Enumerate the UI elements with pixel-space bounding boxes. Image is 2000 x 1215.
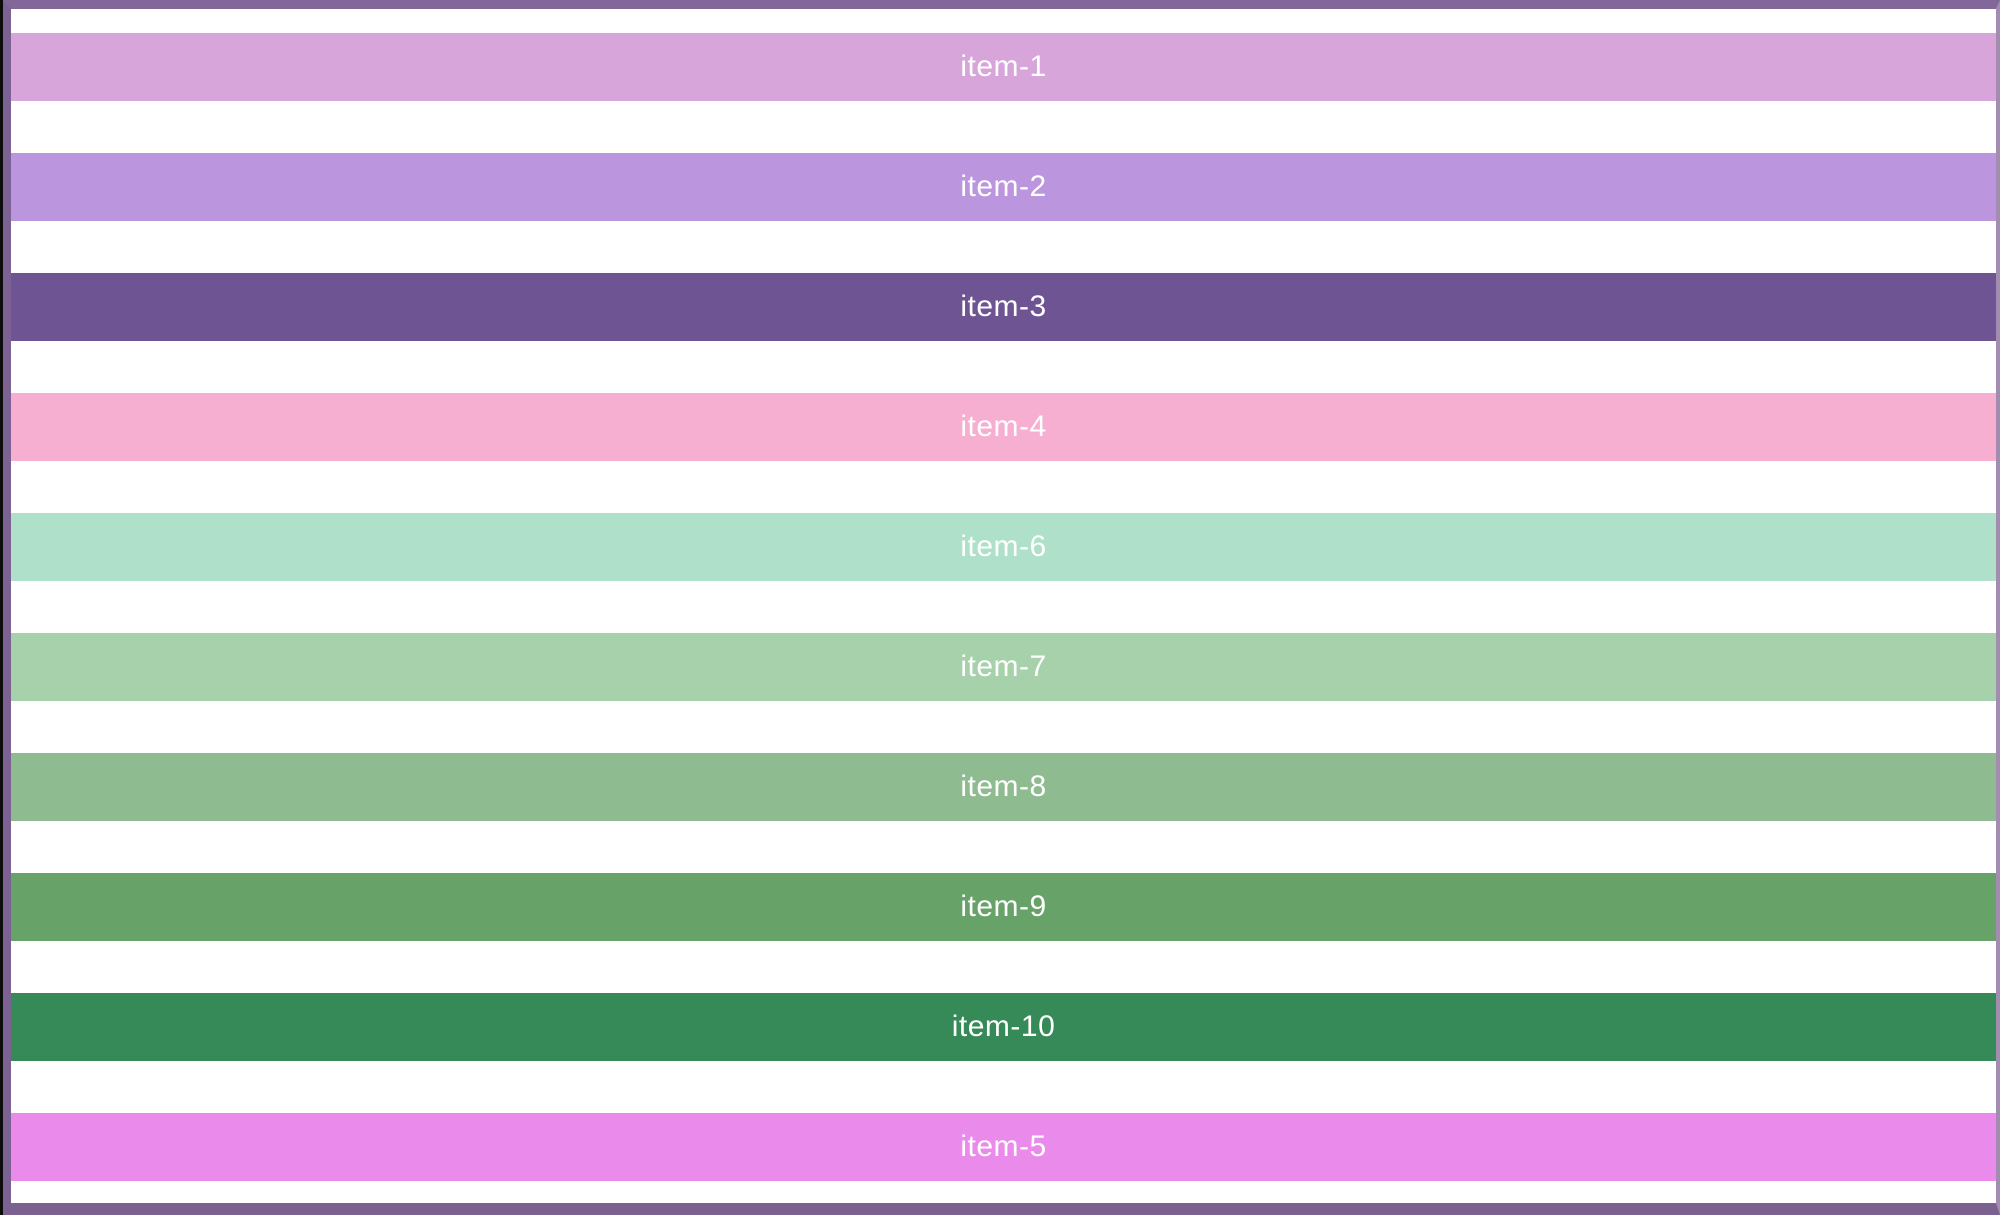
list-item-label: item-10 [951, 1010, 1056, 1043]
list-item[interactable]: item-10 [11, 993, 1996, 1061]
list-item-label: item-7 [960, 650, 1047, 683]
list-item-label: item-4 [960, 410, 1047, 443]
list-item[interactable]: item-2 [11, 153, 1996, 221]
list-item[interactable]: item-3 [11, 273, 1996, 341]
list-item-label: item-1 [960, 50, 1047, 83]
list-item-label: item-9 [960, 890, 1047, 923]
list-item[interactable]: item-1 [11, 33, 1996, 101]
list-item[interactable]: item-9 [11, 873, 1996, 941]
window-left-edge [0, 0, 3, 1215]
list-item[interactable]: item-5 [11, 1113, 1996, 1181]
page-frame: item-1 item-2 item-3 item-4 item-6 item-… [3, 0, 2000, 1215]
list-item-label: item-3 [960, 290, 1047, 323]
list-item-label: item-8 [960, 770, 1047, 803]
list-item-label: item-5 [960, 1130, 1047, 1163]
list-item[interactable]: item-6 [11, 513, 1996, 581]
list-item[interactable]: item-7 [11, 633, 1996, 701]
list-item[interactable]: item-4 [11, 393, 1996, 461]
sortable-list: item-1 item-2 item-3 item-4 item-6 item-… [11, 9, 1996, 1203]
list-item[interactable]: item-8 [11, 753, 1996, 821]
list-item-label: item-2 [960, 170, 1047, 203]
list-item-label: item-6 [960, 530, 1047, 563]
